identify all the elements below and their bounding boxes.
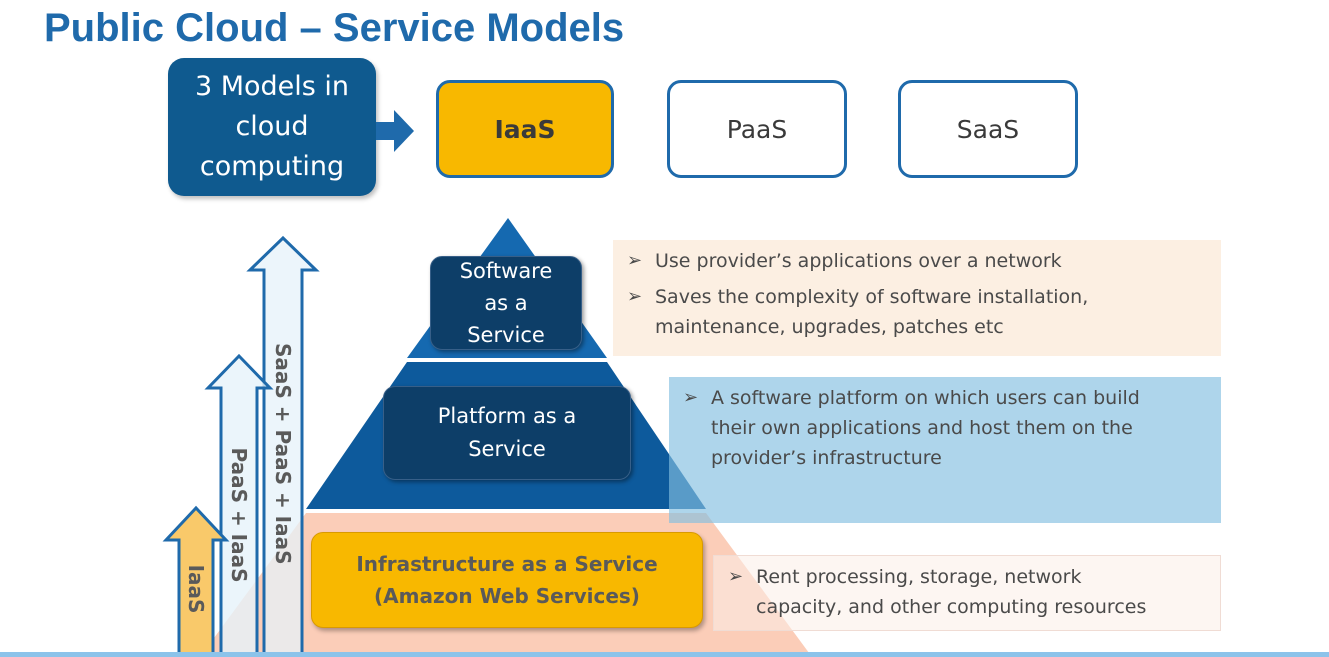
iaas-layer-line: (Amazon Web Services): [374, 584, 640, 608]
model-saas: SaaS: [898, 80, 1078, 178]
paas-bullet: A software platform on which users can b…: [683, 383, 1207, 473]
saas-bullet: Saves the complexity of software install…: [627, 282, 1207, 342]
model-paas: PaaS: [667, 80, 847, 178]
paas-description: A software platform on which users can b…: [669, 377, 1221, 523]
saas-layer-line: Software: [459, 259, 553, 283]
paas-layer-line: Platform as a: [437, 404, 577, 428]
arrow-saas-paas-iaas-label: SaaS + PaaS + IaaS: [271, 343, 295, 565]
iaas-layer-line: Infrastructure as a Service: [356, 552, 658, 576]
arrow-iaas-label: IaaS: [184, 564, 208, 614]
model-iaas: IaaS: [436, 80, 614, 178]
saas-layer-label: Software as a Service: [430, 256, 582, 350]
saas-layer-line: as a: [484, 291, 528, 315]
models-summary-box: 3 Models in cloud computing: [168, 58, 376, 196]
saas-description: Use provider’s applications over a netwo…: [613, 240, 1221, 356]
footer-rule: [0, 652, 1329, 657]
right-arrow-icon: [376, 110, 414, 152]
iaas-bullet: Rent processing, storage, networkcapacit…: [728, 562, 1206, 622]
saas-layer-line: Service: [467, 323, 545, 347]
paas-layer-line: Service: [468, 437, 546, 461]
models-summary-line: cloud: [235, 111, 309, 142]
arrow-paas-iaas-label: PaaS + IaaS: [227, 447, 251, 583]
saas-bullet: Use provider’s applications over a netwo…: [627, 246, 1207, 276]
page-title: Public Cloud – Service Models: [44, 6, 625, 50]
iaas-layer-label: Infrastructure as a Service (Amazon Web …: [311, 532, 703, 628]
models-summary-line: computing: [199, 151, 345, 182]
paas-layer-label: Platform as a Service: [383, 386, 631, 480]
iaas-description: Rent processing, storage, networkcapacit…: [713, 555, 1221, 631]
models-summary-line: 3 Models in: [194, 71, 350, 102]
